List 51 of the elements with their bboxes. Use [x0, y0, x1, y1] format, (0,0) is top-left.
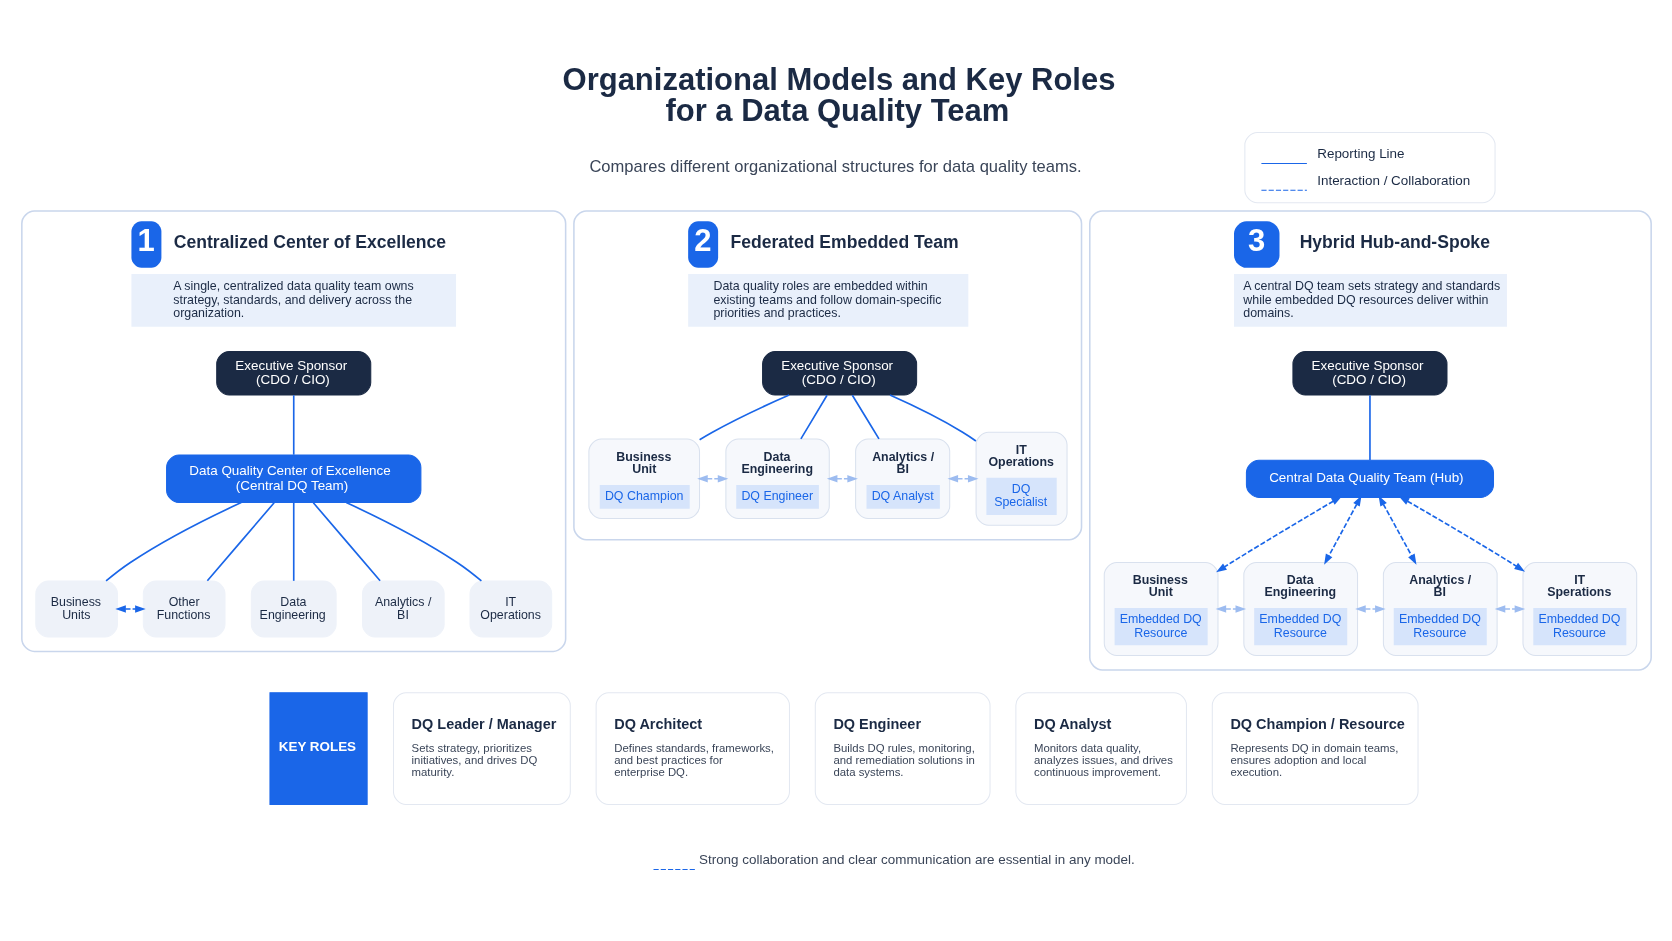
- node-box: Data Engineering DQ Engineer: [724, 438, 830, 520]
- node-box: DQ Architect Defines standards, frameworks, and best practices for enterprise DQ.: [595, 692, 790, 805]
- connector: [851, 394, 880, 440]
- node-box: Executive Sponsor (CDO / CIO): [761, 351, 917, 396]
- node-box: Analytics / BI Embedded DQ Resource: [1382, 562, 1498, 657]
- node-box: IT Operations DQ Specialist: [975, 431, 1068, 526]
- node-box: Analytics / BI: [361, 580, 445, 638]
- arrow: [1354, 605, 1386, 613]
- arrow: [1323, 495, 1361, 565]
- arrow: [114, 605, 146, 613]
- connector: [698, 394, 790, 441]
- arrow: [1215, 605, 1246, 613]
- label: Compares different organizational structures for data quality teams.: [588, 156, 1082, 176]
- arrow: [696, 475, 728, 483]
- connector: [292, 394, 295, 456]
- connector: [799, 394, 828, 440]
- arrow: [1494, 605, 1525, 613]
- connector: [888, 394, 977, 442]
- node-box: Executive Sponsor (CDO / CIO): [215, 351, 371, 396]
- node-box: Business Unit DQ Champion: [587, 438, 700, 520]
- connector: [312, 501, 381, 582]
- node-box: DQ Engineer Builds DQ rules, monitoring, and remediation solutions in data systems.: [814, 692, 991, 805]
- node-box: Business Units: [34, 580, 118, 638]
- label: Strong collaboration and clear communication are essential in any model.: [698, 851, 1135, 867]
- node-box: DQ Analyst Monitors data quality, analyzes issues, and drives continuous improvement.: [1014, 692, 1187, 805]
- node-box: KEY ROLES: [268, 692, 368, 805]
- legend-label: Interaction / Collaboration: [1316, 172, 1470, 188]
- node-box: Data Engineering: [250, 580, 337, 638]
- node-box: Other Functions: [142, 580, 225, 638]
- node-box: Executive Sponsor (CDO / CIO): [1291, 351, 1447, 396]
- connector: [206, 501, 275, 582]
- node-box: DQ Leader / Manager Sets strategy, prioritizes initiatives, and drives DQ maturity.: [392, 692, 571, 805]
- node-box: Analytics / BI DQ Analyst: [854, 438, 950, 520]
- node-box: IT Operations: [469, 580, 552, 638]
- node-box: Data Engineering Embedded DQ Resource: [1242, 562, 1358, 657]
- arrow: [1398, 496, 1525, 572]
- node-box: Data Quality Center of Excellence (Central DQ Team): [165, 454, 421, 504]
- arrow: [1215, 496, 1342, 573]
- arrow: [826, 475, 858, 483]
- arrow: [947, 475, 979, 483]
- connector: [1368, 394, 1371, 461]
- connector: [344, 501, 482, 582]
- node-box: IT Sperations Embedded DQ Resource: [1521, 562, 1637, 657]
- legend-label: Reporting Line: [1316, 145, 1405, 161]
- node-box: Central Data Quality Team (Hub): [1245, 459, 1494, 498]
- connector: [292, 501, 295, 582]
- arrow: [1378, 495, 1416, 565]
- node-box: DQ Champion / Resource Represents DQ in domain teams, ensures adoption and local execution.: [1211, 692, 1419, 805]
- node-box: Business Unit Embedded DQ Resource: [1103, 562, 1218, 657]
- connector: [104, 501, 242, 582]
- diagram-title: Organizational Models and Key Roles for a Data Quality Team: [562, 62, 1115, 129]
